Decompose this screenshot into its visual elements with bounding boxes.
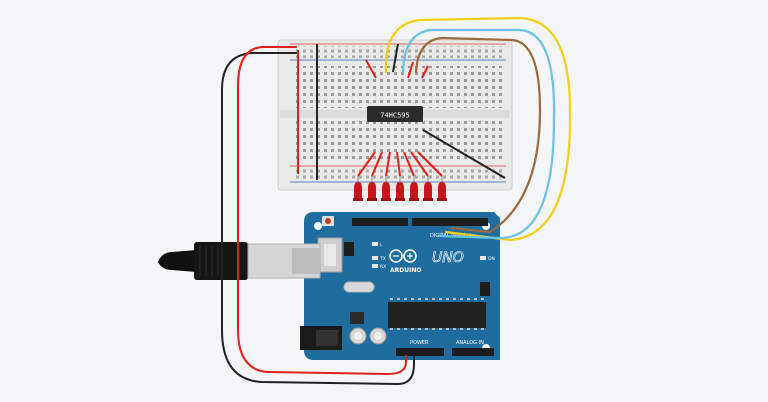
chip-pin <box>411 298 414 300</box>
tx-label: TX <box>379 256 386 262</box>
arduino-board: DIGITAL (PWM~) L TX RX ON ARDUINO UNO <box>300 212 500 360</box>
jumper-wire <box>385 151 391 177</box>
chip-body <box>367 106 423 122</box>
led <box>423 176 433 201</box>
digital-header-right <box>412 218 488 226</box>
jumper-wire <box>407 61 414 79</box>
breadboard-jumpers <box>297 43 506 180</box>
icsp-header <box>480 282 490 296</box>
voltage-regulator <box>350 312 364 324</box>
jumper-wire <box>403 151 415 177</box>
led <box>395 176 405 201</box>
led-array <box>353 176 447 201</box>
jumper-wire <box>371 151 383 177</box>
power-label: POWER <box>410 340 429 346</box>
dc-jack-socket <box>316 330 338 346</box>
icsp-header <box>344 242 354 256</box>
chip-pin <box>474 328 477 330</box>
chip-pin <box>425 328 428 330</box>
terminal-holes-upper <box>292 66 504 108</box>
microcontroller-chip <box>388 302 486 328</box>
data-wire-cyan <box>401 28 556 240</box>
brand-label: ARDUINO <box>390 267 421 274</box>
reset-button-cap <box>325 218 331 224</box>
chip-pin <box>467 328 470 330</box>
led <box>409 176 419 201</box>
chip-pin <box>404 298 407 300</box>
chip-pin <box>390 328 393 330</box>
chip-pin <box>397 298 400 300</box>
digital-header-left <box>352 218 408 226</box>
chip-pin <box>439 298 442 300</box>
rx-indicator <box>372 264 378 268</box>
jumper-wire <box>365 59 377 79</box>
gnd-wire <box>221 52 415 386</box>
data-wire-brown <box>414 36 542 234</box>
capacitor-top <box>354 332 362 340</box>
jumper-wire <box>417 151 443 177</box>
chip-pin <box>481 298 484 300</box>
chip-pin <box>404 328 407 330</box>
jumper-wire <box>410 151 429 177</box>
chip-pin <box>446 328 449 330</box>
chip-pin <box>390 298 393 300</box>
chip-pin <box>446 298 449 300</box>
chip-pin <box>432 298 435 300</box>
l-label: L <box>380 242 383 248</box>
chip-pin <box>453 328 456 330</box>
power-header <box>396 348 444 356</box>
chip-pin <box>439 328 442 330</box>
cable-strain-relief <box>158 250 196 272</box>
usb-port-inner <box>324 244 336 266</box>
rail-holes-top <box>292 46 504 58</box>
led <box>381 176 391 201</box>
led <box>353 176 363 201</box>
usb-plug-tip <box>292 248 320 274</box>
chip-pin <box>460 328 463 330</box>
long-wires <box>221 16 572 386</box>
led <box>367 176 377 201</box>
model-label: UNO <box>432 250 464 266</box>
chip-pin <box>432 328 435 330</box>
vcc-wire <box>237 46 407 376</box>
jumper-wire <box>421 65 429 79</box>
chip-pin <box>453 298 456 300</box>
data-wire-yellow <box>384 16 572 242</box>
mounting-hole <box>314 222 322 230</box>
chip-pin <box>418 328 421 330</box>
chip-label: 74HC595 <box>380 112 410 120</box>
chip-pin <box>474 298 477 300</box>
tx-indicator <box>372 256 378 260</box>
chip-pin <box>425 298 428 300</box>
chip-pin <box>460 298 463 300</box>
arduino-logo-icon <box>389 249 417 263</box>
led <box>437 176 447 201</box>
on-label: ON <box>488 256 495 262</box>
analog-label: ANALOG IN <box>456 340 484 346</box>
jumper-wire <box>422 129 506 179</box>
led-l-indicator <box>372 242 378 246</box>
chip-pin <box>418 298 421 300</box>
chip-pin <box>481 328 484 330</box>
rail-holes-bottom <box>292 168 504 180</box>
jumper-wire <box>392 43 399 73</box>
chip-pin <box>397 328 400 330</box>
analog-header <box>452 348 494 356</box>
chip-pin <box>411 328 414 330</box>
on-indicator <box>480 256 486 260</box>
rx-label: RX <box>380 264 386 270</box>
crystal-oscillator <box>343 281 375 293</box>
capacitor-top <box>374 332 382 340</box>
microcontroller-pins <box>390 298 484 330</box>
jumper-wire <box>357 151 376 177</box>
shift-register-chip: 74HC595 <box>367 106 423 122</box>
chip-pin <box>467 298 470 300</box>
jumper-wire <box>396 151 401 177</box>
